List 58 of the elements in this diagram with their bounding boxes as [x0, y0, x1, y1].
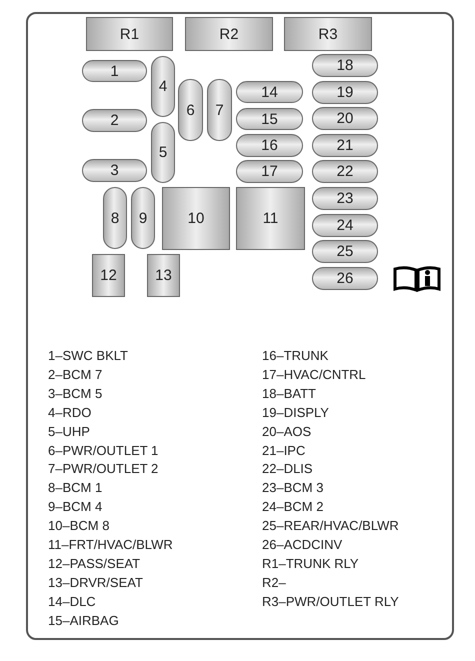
legend-text: 19–DISPLY — [262, 404, 329, 420]
fuse: 5 — [151, 122, 175, 183]
fuse: 6 — [178, 79, 203, 141]
legend-text: 11–FRT/HVAC/BLWR — [48, 537, 173, 552]
fuse: 15 — [236, 108, 303, 130]
legend-text: 21–IPC — [262, 442, 306, 458]
fuse: 8 — [103, 187, 127, 249]
legend-text: 10–BCM 8 — [48, 518, 110, 534]
fuse: 3 — [82, 159, 147, 182]
legend-text: 7–PWR/OUTLET 2 — [48, 461, 158, 476]
legend-text: 15–AIRBAG — [48, 612, 119, 628]
fuse: 22 — [312, 160, 378, 184]
fuse: 23 — [312, 187, 378, 210]
relay-box: R2 — [185, 17, 273, 51]
legend-text: 24–BCM 2 — [262, 499, 324, 514]
legend-text: 16–TRUNK — [262, 348, 328, 363]
legend-text: 2–BCM 7 — [48, 366, 102, 382]
fuse: 17 — [236, 160, 303, 183]
legend-text: 4–RDO — [48, 404, 92, 420]
fuse: 7 — [207, 79, 232, 141]
fuse: 9 — [131, 187, 155, 249]
fuse: 1 — [82, 60, 147, 82]
fuse: 18 — [312, 54, 378, 77]
legend-text: 8–BCM 1 — [48, 480, 102, 496]
fuse-block: 12 — [92, 254, 125, 297]
fuse: 20 — [312, 107, 378, 130]
legend-text: 1–SWC BKLT — [48, 348, 128, 363]
legend-text: 9–BCM 4 — [48, 499, 102, 514]
legend-text: 17–HVAC/CNTRL — [262, 366, 366, 382]
fuse: 26 — [312, 266, 378, 290]
fuse-block: 13 — [147, 254, 180, 297]
relay-box: R3 — [284, 17, 372, 51]
legend-text: 25–REAR/HVAC/BLWR — [262, 518, 399, 534]
legend-text: R3–PWR/OUTLET RLY — [262, 594, 399, 609]
fuse: 24 — [312, 214, 378, 237]
legend-text: 20–AOS — [262, 424, 312, 439]
legend-text: 12–PASS/SEAT — [48, 556, 140, 571]
legend-text: 5–UHP — [48, 424, 90, 439]
fuse: 25 — [312, 240, 378, 264]
legend-text: 3–BCM 5 — [48, 386, 102, 401]
fuse: 21 — [312, 134, 378, 157]
legend-text: 13–DRVR/SEAT — [48, 574, 143, 590]
relay-box: R1 — [86, 17, 173, 51]
legend-text: 6–PWR/OUTLET 1 — [48, 442, 158, 458]
legend-text: 23–BCM 3 — [262, 480, 324, 496]
legend-text: R1–TRUNK RLY — [262, 556, 359, 571]
fuse: 14 — [236, 81, 303, 103]
legend-text: 22–DLIS — [262, 461, 313, 476]
legend-text: 18–BATT — [262, 386, 316, 401]
fuse: 16 — [236, 134, 303, 157]
fuse: 19 — [312, 80, 378, 104]
legend-text: 26–ACDCINV — [262, 537, 342, 552]
fuse-block: 10 — [162, 187, 230, 250]
fuse-block: 11 — [236, 187, 305, 250]
fuse: 2 — [82, 109, 147, 132]
fuse: 4 — [151, 56, 175, 117]
legend-text: 14–DLC — [48, 594, 96, 609]
legend-text: R2– — [262, 574, 286, 590]
